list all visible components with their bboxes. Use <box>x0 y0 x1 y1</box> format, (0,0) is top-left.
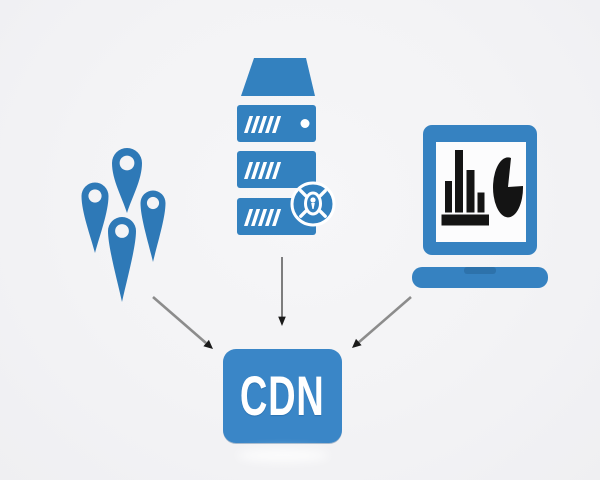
arrow-laptop-to-cdn <box>352 296 412 348</box>
map-pin-right <box>140 190 166 262</box>
server-led-dot <box>300 119 310 128</box>
server-top-trapezoid <box>241 58 315 96</box>
arrow-server-to-cdn <box>278 257 286 326</box>
server-gear-badge-icon <box>290 181 336 227</box>
bar-chart-icon <box>441 150 489 226</box>
cdn-node: CDN <box>223 349 342 443</box>
map-pins-icon <box>81 148 166 302</box>
laptop-hinge-notch <box>464 267 496 274</box>
arrow-pins-to-cdn <box>152 296 213 349</box>
server-vents <box>244 116 282 226</box>
laptop-icon <box>412 125 548 288</box>
map-pin-bottom <box>108 217 136 302</box>
server-icon <box>237 58 336 235</box>
pie-chart-icon <box>493 157 524 218</box>
cdn-glow-highlight <box>237 449 329 462</box>
map-pin-left <box>81 182 109 253</box>
laptop-base <box>412 267 548 288</box>
cdn-label: CDN <box>240 364 325 427</box>
map-pin-top <box>112 148 142 213</box>
